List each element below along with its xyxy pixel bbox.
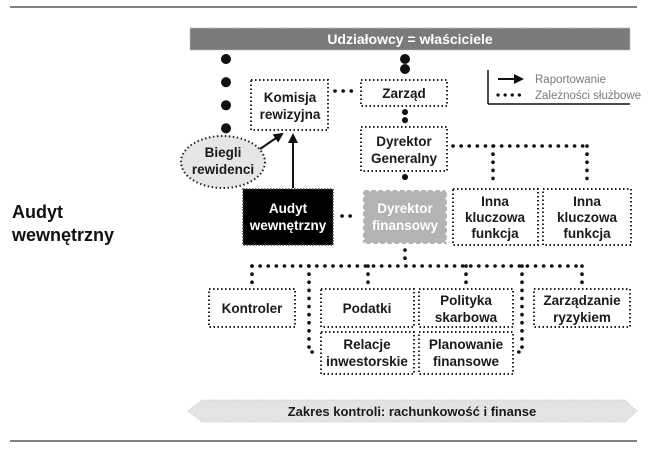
- shareholders-board-dot: [400, 64, 410, 74]
- shareholders-label: Udziałowcy = właściciele: [327, 31, 493, 47]
- node-investor-relations[interactable]: Relacje inwestorskie: [320, 331, 415, 375]
- svg-text:funkcja: funkcja: [471, 226, 519, 241]
- node-treasury-policy[interactable]: Polityka skarbowa: [418, 288, 514, 328]
- node-internal-audit[interactable]: Audyt wewnętrzny: [242, 188, 334, 246]
- svg-text:rewizyjna: rewizyjna: [260, 107, 321, 122]
- node-other-key-function-2[interactable]: Inna kluczowa funkcja: [542, 188, 632, 246]
- scope-label: Zakres kontroli: rachunkowość i finanse: [288, 404, 537, 419]
- svg-text:Podatki: Podatki: [343, 301, 392, 316]
- legend-reporting-label: Raportowanie: [535, 74, 606, 86]
- svg-text:rewidenci: rewidenci: [192, 162, 254, 177]
- svg-text:finansowy: finansowy: [372, 218, 439, 233]
- node-external-auditors[interactable]: Biegli rewidenci: [180, 135, 266, 189]
- svg-text:skarbowa: skarbowa: [435, 310, 498, 325]
- node-risk-management[interactable]: Zarządzanie ryzykiem: [533, 288, 631, 328]
- svg-text:Biegli: Biegli: [205, 145, 242, 160]
- bus-drop-investor-relations: [307, 264, 318, 354]
- svg-text:Zarząd: Zarząd: [382, 86, 426, 101]
- svg-text:Generalny: Generalny: [371, 151, 438, 166]
- node-tax[interactable]: Podatki: [320, 288, 415, 328]
- node-other-key-function-1[interactable]: Inna kluczowa funkcja: [452, 188, 539, 246]
- svg-text:inwestorskie: inwestorskie: [326, 354, 408, 369]
- bus-drop-planning: [513, 264, 524, 354]
- node-audit-committee[interactable]: Komisja rewizyjna: [250, 79, 329, 131]
- side-label-line1: Audyt: [12, 202, 63, 222]
- svg-text:Planowanie: Planowanie: [429, 337, 504, 352]
- node-cfo[interactable]: Dyrektor finansowy: [361, 188, 449, 246]
- ceo-other-functions-link: [451, 144, 589, 186]
- svg-text:kluczowa: kluczowa: [465, 210, 526, 225]
- svg-text:Dyrektor: Dyrektor: [377, 201, 433, 216]
- svg-text:Inna: Inna: [573, 194, 601, 209]
- svg-text:Audyt: Audyt: [269, 201, 308, 216]
- svg-text:Dyrektor: Dyrektor: [376, 134, 432, 149]
- svg-text:finansowe: finansowe: [433, 354, 500, 369]
- legend: Raportowanie Zależności służbowe: [487, 70, 641, 105]
- scope-banner: Zakres kontroli: rachunkowość i finanse: [187, 399, 638, 423]
- svg-text:Komisja: Komisja: [264, 90, 317, 105]
- node-financial-planning[interactable]: Planowanie finansowe: [418, 331, 514, 375]
- svg-text:Polityka: Polityka: [440, 293, 492, 308]
- side-label-line2: wewnętrzny: [11, 225, 114, 245]
- shareholders-board-dot: [400, 54, 410, 64]
- legend-service-label: Zależności służbowe: [535, 90, 641, 102]
- svg-text:Zarządzanie: Zarządzanie: [543, 293, 621, 308]
- svg-text:Inna: Inna: [481, 194, 509, 209]
- svg-text:funkcja: funkcja: [563, 226, 611, 241]
- auditors-report-arrow: [259, 132, 284, 150]
- svg-text:wewnętrzny: wewnętrzny: [249, 218, 327, 233]
- svg-text:Kontroler: Kontroler: [222, 301, 283, 316]
- node-controller[interactable]: Kontroler: [208, 288, 296, 328]
- svg-text:Relacje: Relacje: [343, 337, 391, 352]
- svg-text:ryzykiem: ryzykiem: [553, 310, 611, 325]
- node-ceo[interactable]: Dyrektor Generalny: [360, 126, 448, 172]
- shareholders-header: Udziałowcy = właściciele: [189, 27, 631, 51]
- svg-text:kluczowa: kluczowa: [557, 210, 618, 225]
- node-board[interactable]: Zarząd: [360, 79, 448, 107]
